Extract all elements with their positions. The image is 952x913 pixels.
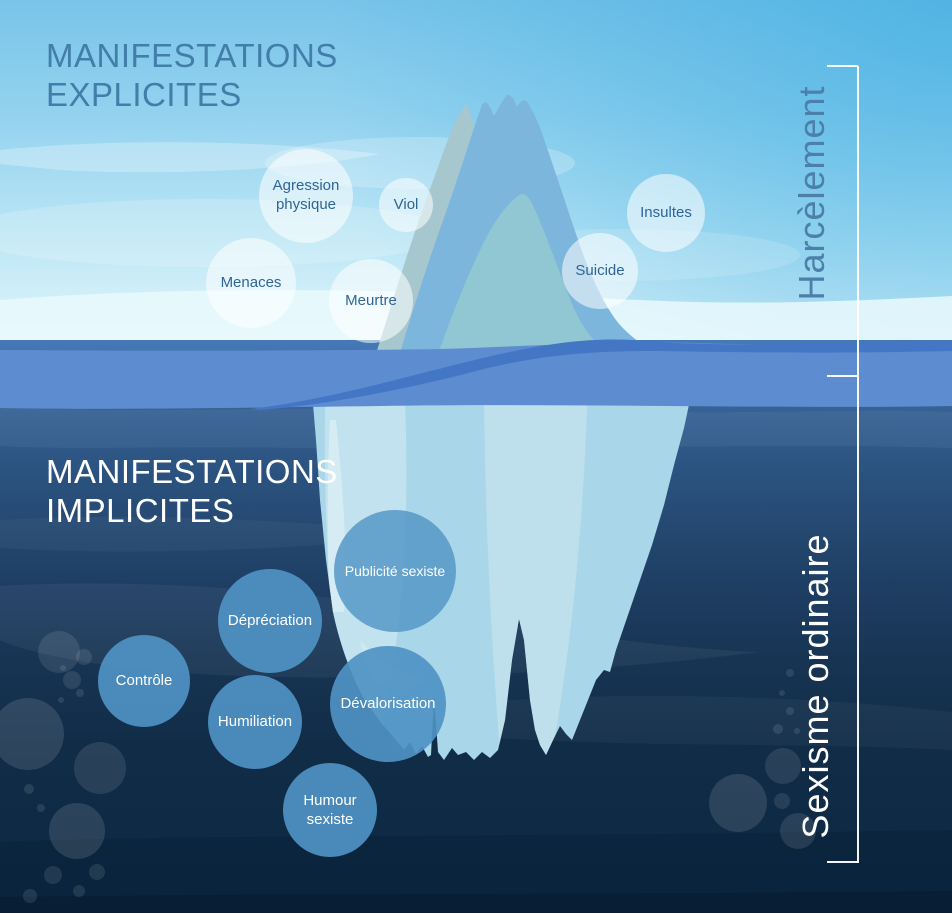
decorative-bubbles-right bbox=[709, 669, 816, 849]
bracket-tick-top bbox=[827, 65, 858, 67]
explicit-title-line1: MANIFESTATIONS bbox=[46, 37, 338, 74]
bracket-tick-middle bbox=[827, 375, 858, 377]
bubble-controle: Contrôle bbox=[98, 635, 190, 727]
explicit-title: MANIFESTATIONS EXPLICITES bbox=[46, 36, 338, 114]
harassment-label: Harcèlement bbox=[791, 85, 832, 301]
bubble-menaces: Menaces bbox=[206, 238, 296, 328]
bubble-humiliation: Humiliation bbox=[208, 675, 302, 769]
bubble-meurtre: Meurtre bbox=[329, 259, 413, 343]
bracket-vertical-line bbox=[857, 66, 859, 863]
bubble-depreciation: Dépréciation bbox=[218, 569, 322, 673]
explicit-title-line2: EXPLICITES bbox=[46, 76, 242, 113]
bubble-humour-sexiste: Humour sexiste bbox=[283, 763, 377, 857]
deep-band bbox=[0, 891, 952, 913]
surface-dark-wave bbox=[250, 339, 952, 410]
bubble-agression-physique: Agression physique bbox=[259, 149, 353, 243]
bubble-devalorisation: Dévalorisation bbox=[330, 646, 446, 762]
implicit-title-line1: MANIFESTATIONS bbox=[46, 453, 338, 490]
bubble-suicide: Suicide bbox=[562, 233, 638, 309]
implicit-title-line2: IMPLICITES bbox=[46, 492, 235, 529]
implicit-title: MANIFESTATIONS IMPLICITES bbox=[46, 452, 338, 530]
bubble-publicite-sexiste: Publicité sexiste bbox=[334, 510, 456, 632]
deep-band bbox=[0, 830, 952, 913]
bubble-viol: Viol bbox=[379, 178, 433, 232]
ordinary-sexism-label: Sexisme ordinaire bbox=[795, 533, 836, 839]
bracket-tick-bottom bbox=[827, 861, 858, 863]
bubble-insultes: Insultes bbox=[627, 174, 705, 252]
decorative-bubbles-left bbox=[0, 631, 126, 903]
iceberg-front-face bbox=[436, 193, 610, 360]
water-surface-band bbox=[0, 342, 952, 409]
water-band bbox=[0, 516, 430, 552]
